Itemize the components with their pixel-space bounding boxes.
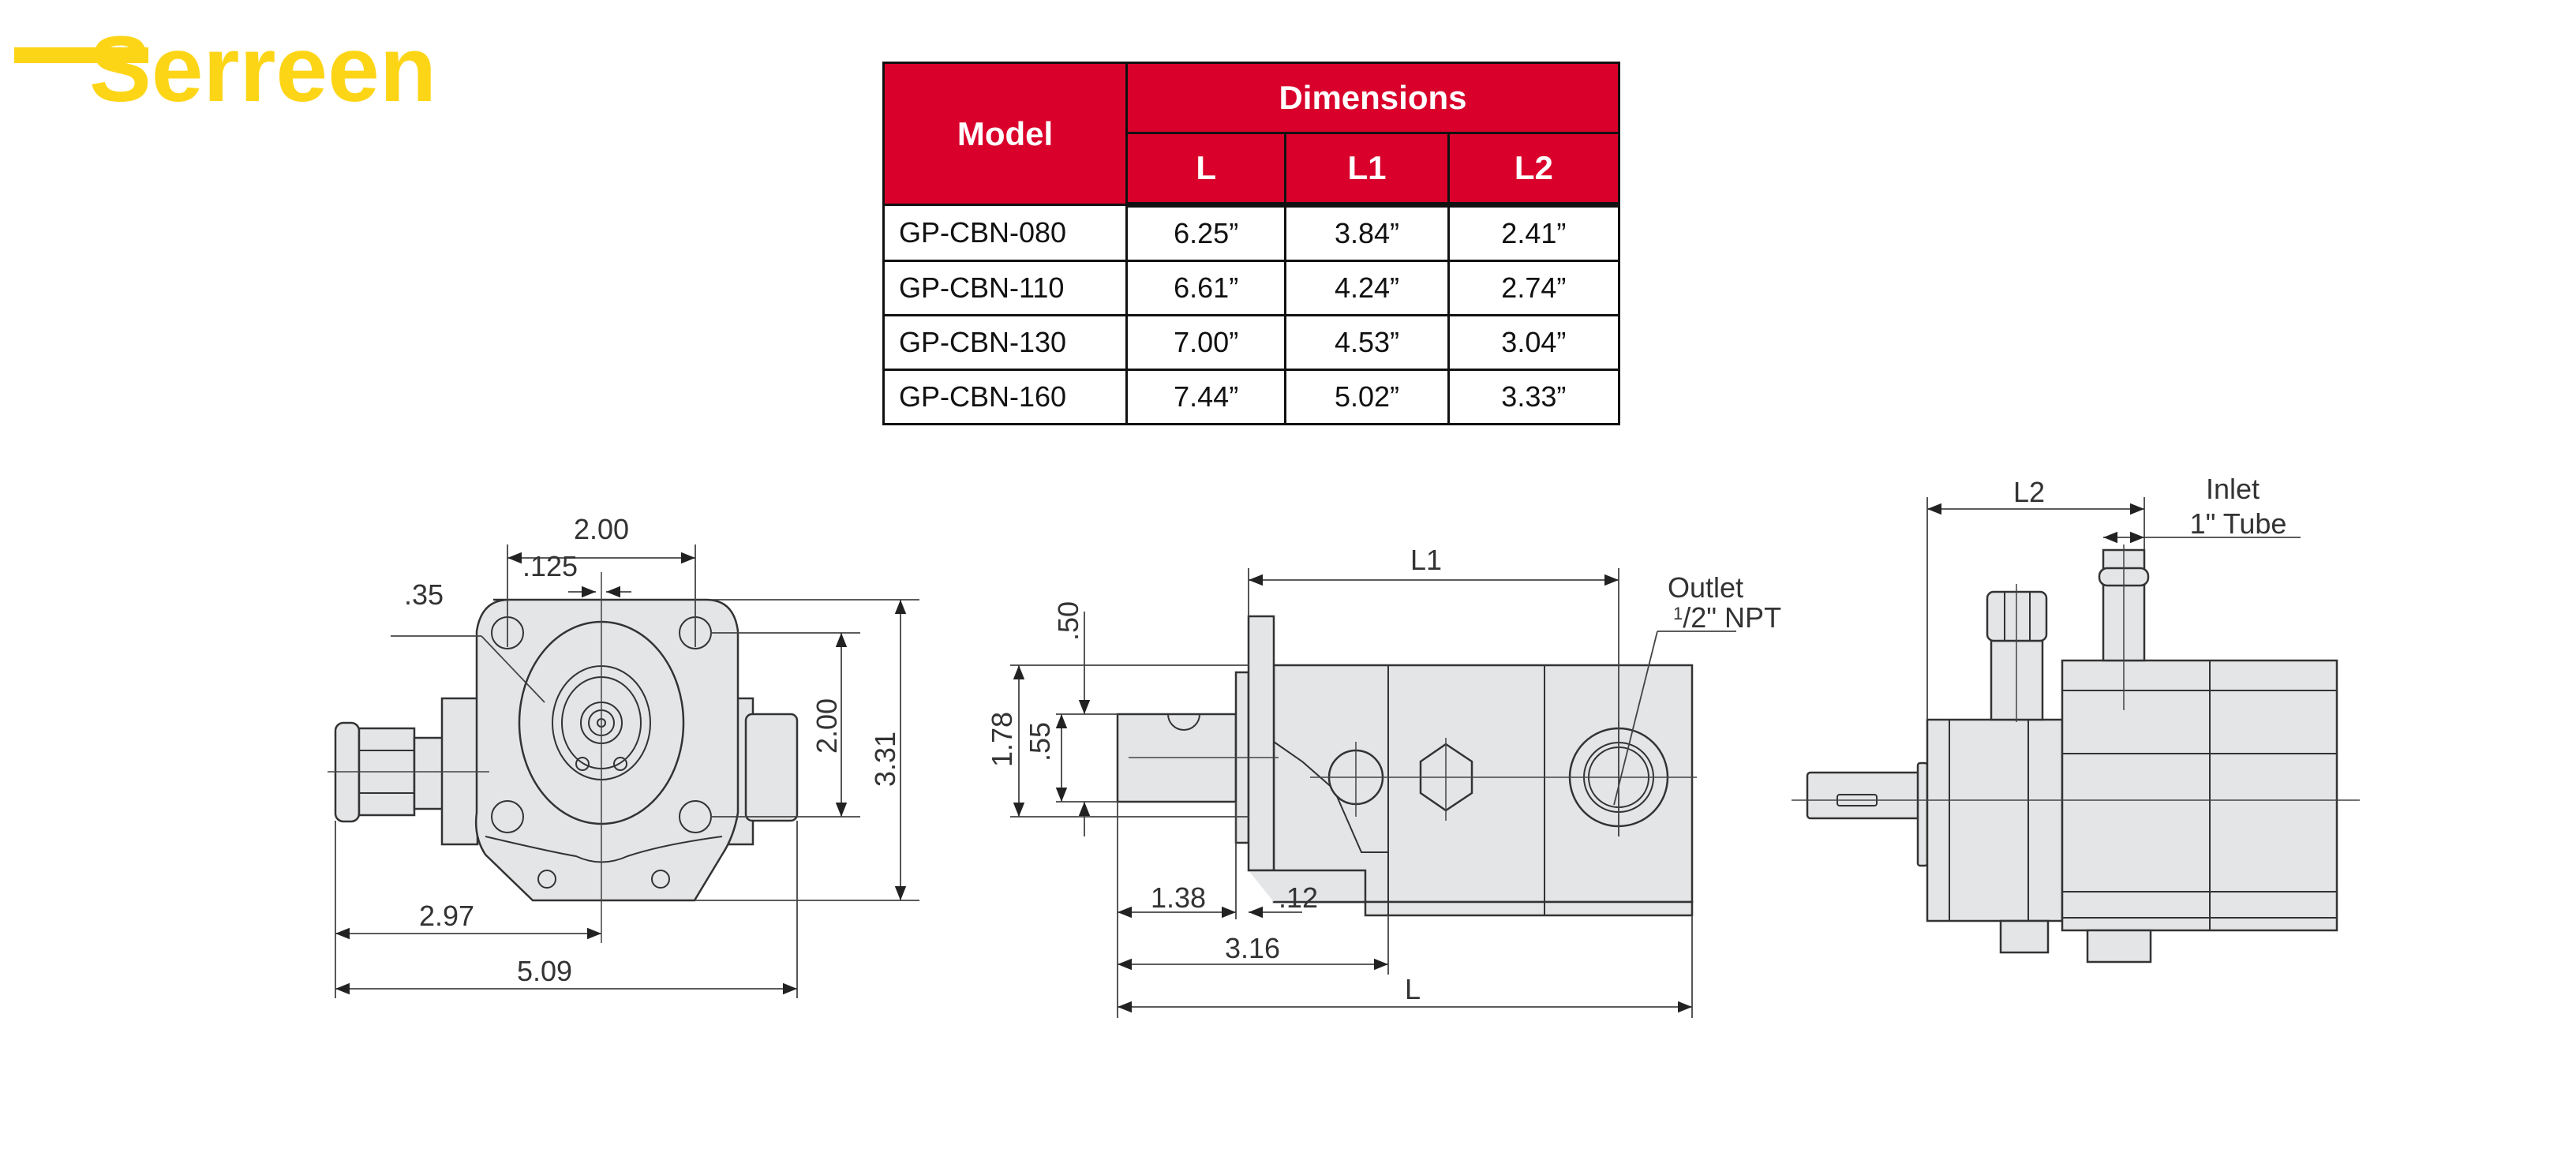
outlet-label: Outlet [1668,571,1743,604]
dim-center-offset: 2.97 [419,900,474,932]
header-model: Model [882,62,1128,206]
table-row: GP-CBN-110 6.61” 4.24” 2.74” [882,260,1621,316]
dim-l2: L2 [2013,476,2045,508]
table-row: GP-CBN-160 7.44” 5.02” 3.33” [882,369,1621,425]
dim-l1: L1 [1410,544,1442,576]
cell-l: 6.25” [1125,204,1287,262]
dim-55: .55 [1024,722,1056,762]
dim-height: 3.31 [869,732,901,787]
table-row: GP-CBN-080 6.25” 3.84” 2.41” [882,204,1621,262]
dim-offset: .125 [522,550,578,582]
cell-l1: 5.02” [1284,369,1450,425]
header-dimensions: Dimensions [1125,62,1621,134]
outlet-size-num: 1 [1673,604,1683,623]
dim-bolt-spacing-h: 2.00 [574,513,629,545]
cell-model: GP-CBN-080 [882,204,1128,262]
dim-width: 5.09 [517,955,572,987]
cell-model: GP-CBN-160 [882,369,1128,425]
header-l: L [1125,132,1287,208]
header-l1: L1 [1284,132,1450,208]
svg-text:Serreen: Serreen [89,17,436,107]
front-view-drawing: 2.00 .125 .35 2.00 3.31 2.97 5.09 [328,513,919,998]
cell-l2: 2.74” [1447,260,1621,316]
cell-l: 7.44” [1125,369,1287,425]
side-view-drawing: L1 Outlet 1/2" NPT .50 .55 1.78 1.38 .12… [986,544,1781,1018]
dim-bolt-spacing-v: 2.00 [811,698,843,754]
cell-l1: 3.84” [1284,204,1450,262]
cell-l1: 4.53” [1284,314,1450,371]
inlet-label: Inlet [2206,473,2260,505]
cell-l: 7.00” [1125,314,1287,371]
top-view-drawing: L2 Inlet 1" Tube [1792,473,2360,964]
dim-178: 1.78 [986,712,1018,767]
dim-l: L [1405,973,1421,1005]
cell-l2: 2.41” [1447,204,1621,262]
cell-model: GP-CBN-110 [882,260,1128,316]
cell-l1: 4.24” [1284,260,1450,316]
cell-l2: 3.04” [1447,314,1621,371]
cell-l: 6.61” [1125,260,1287,316]
dim-hole-dia: .35 [404,578,444,611]
dimensions-table: Model Dimensions L L1 L2 GP-CBN-080 6.25… [882,62,1621,425]
outlet-size: 1/2" NPT [1673,601,1781,634]
dim-50: .50 [1052,601,1084,641]
serreen-logo: Serreen [14,17,436,107]
dim-12: .12 [1279,881,1318,914]
table-row: GP-CBN-130 7.00” 4.53” 3.04” [882,314,1621,371]
inlet-size: 1" Tube [2190,507,2287,540]
cell-l2: 3.33” [1447,369,1621,425]
dim-138: 1.38 [1151,881,1206,914]
dim-316: 3.16 [1225,932,1280,964]
header-l2: L2 [1447,132,1621,208]
outlet-size-den: /2" NPT [1683,601,1781,634]
cell-model: GP-CBN-130 [882,314,1128,371]
